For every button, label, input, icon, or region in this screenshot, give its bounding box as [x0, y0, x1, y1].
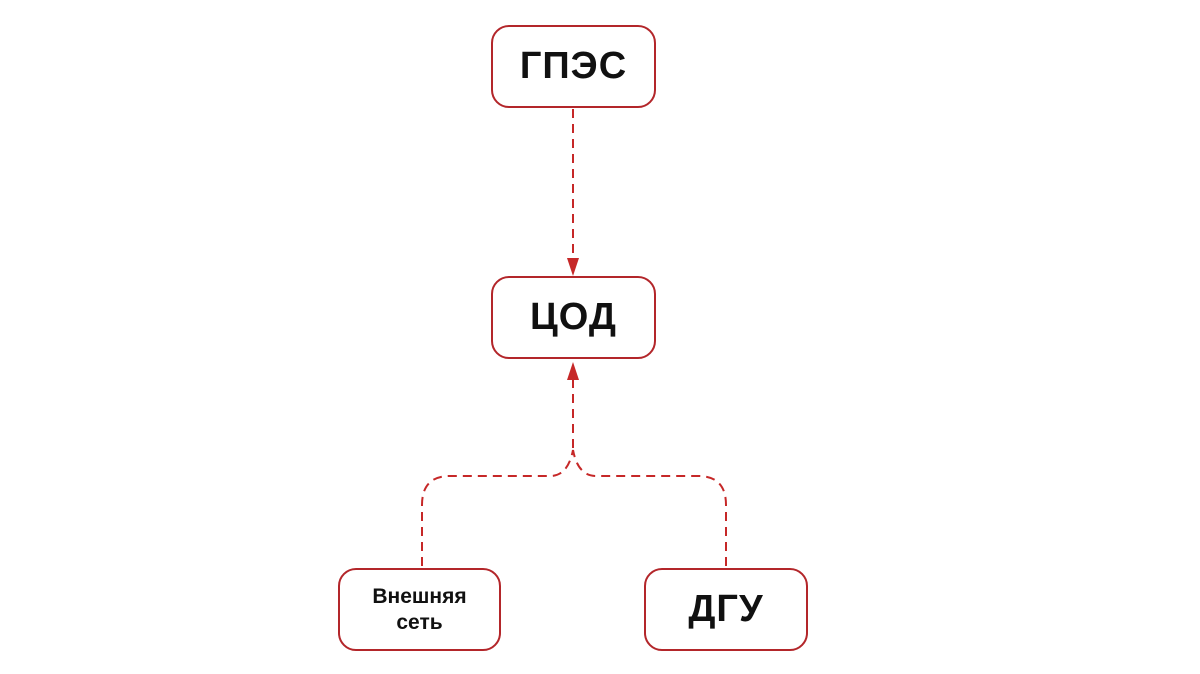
node-gpes-label: ГПЭС: [519, 45, 628, 87]
node-dgu: ДГУ: [644, 568, 808, 651]
node-gpes: ГПЭС: [491, 25, 656, 108]
connector-grid: [421, 449, 574, 566]
node-external-grid-line1: Внешняя: [372, 584, 467, 608]
node-external-grid-line2: сеть: [396, 610, 443, 634]
node-dgu-label: ДГУ: [688, 588, 764, 630]
connector-dgu: [572, 449, 727, 566]
node-cod: ЦОД: [491, 276, 656, 359]
arrowhead-up: [567, 362, 579, 380]
node-external-grid: Внешняя сеть: [338, 568, 501, 651]
arrowhead-down: [567, 258, 579, 276]
node-cod-label: ЦОД: [530, 296, 617, 338]
